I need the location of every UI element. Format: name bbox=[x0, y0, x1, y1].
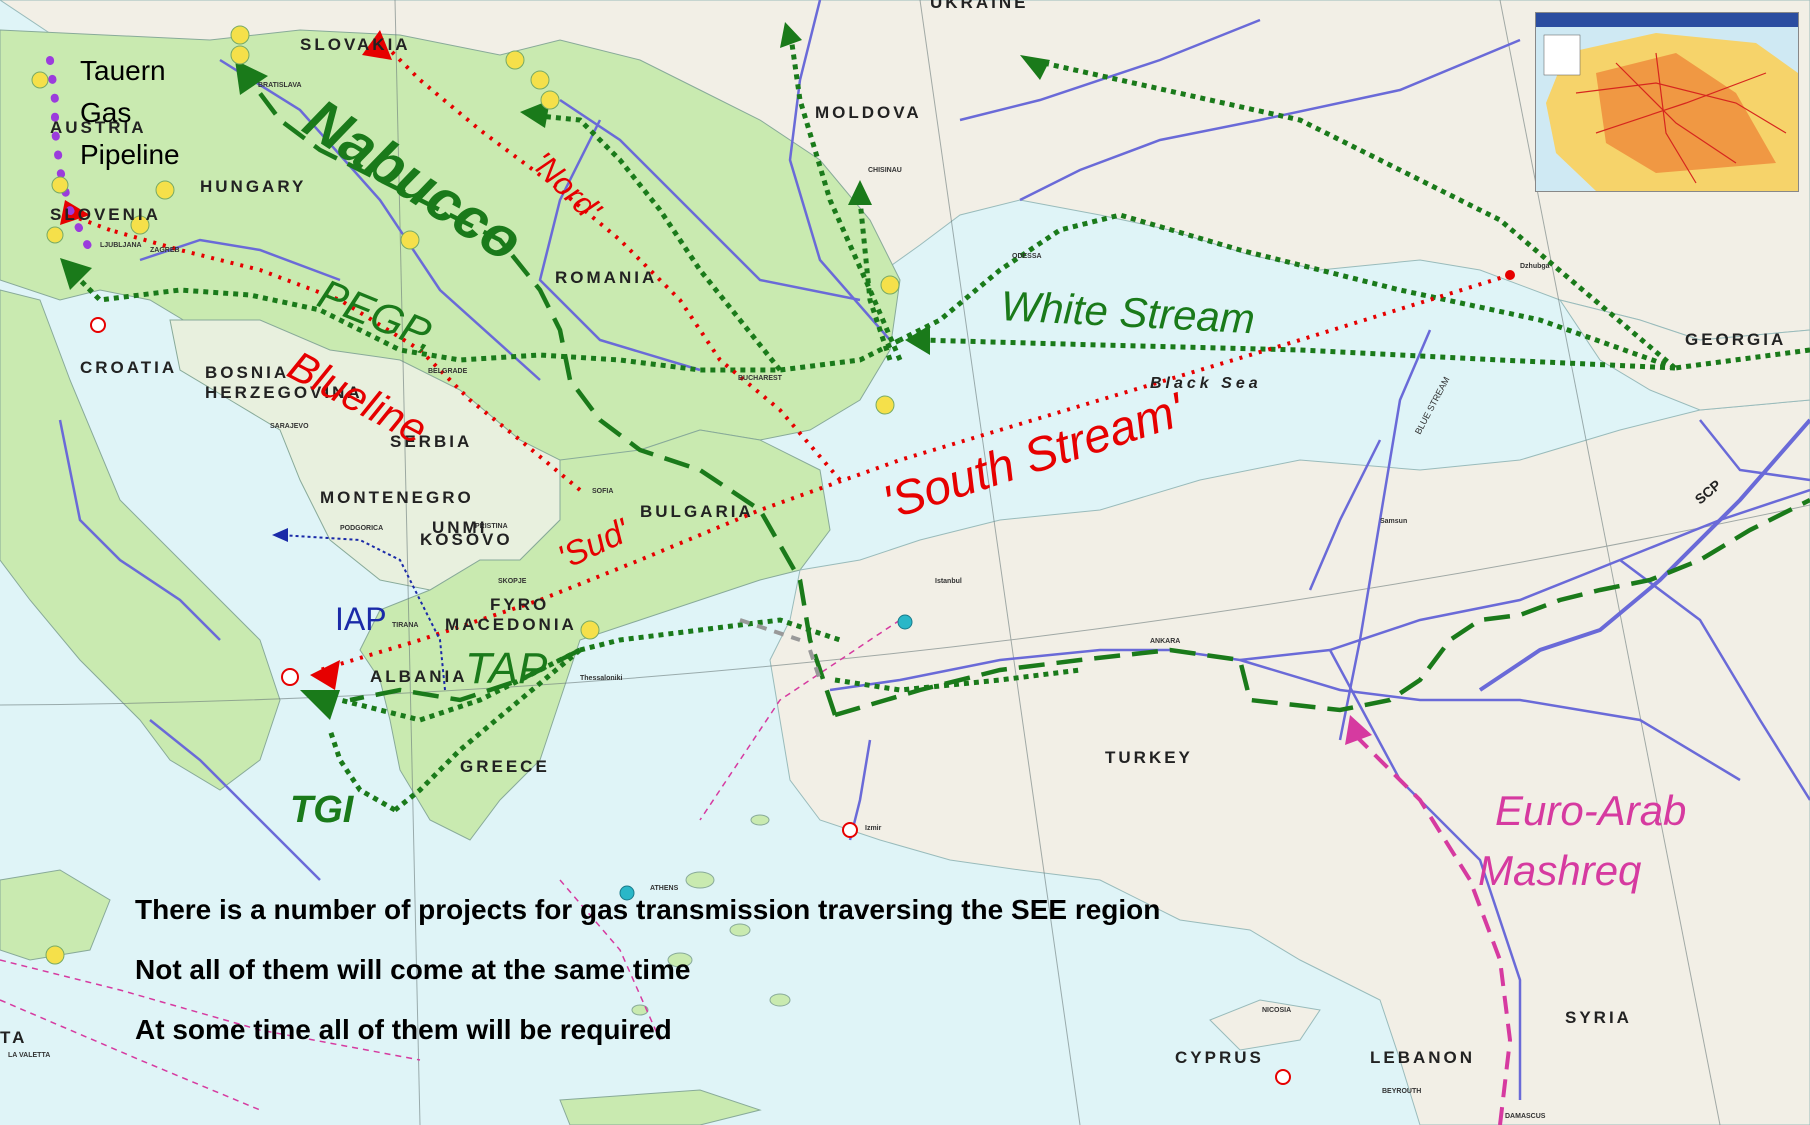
country-cyprus: CYPRUS bbox=[1175, 1048, 1264, 1067]
city-samsun: Samsun bbox=[1380, 518, 1407, 525]
city-beyrouth: BEYROUTH bbox=[1382, 1088, 1421, 1095]
iap-arrowhead bbox=[272, 528, 288, 542]
city-sarajevo: SARAJEVO bbox=[270, 423, 309, 430]
country-kosovo-2: KOSOVO bbox=[420, 530, 513, 549]
existing-pipelines bbox=[58, 0, 1810, 1100]
city-athens: ATHENS bbox=[650, 885, 679, 892]
country-serbia: SERBIA bbox=[390, 432, 472, 451]
city-dzhubga: Dzhubga bbox=[1520, 263, 1550, 270]
red-arrowhead-west bbox=[60, 200, 90, 225]
city-ankara: ANKARA bbox=[1150, 638, 1180, 645]
city-zagreb: ZAGREB bbox=[150, 247, 180, 254]
green-arrowhead-moldova bbox=[848, 180, 872, 205]
label-euro-arab-2: Mashreq bbox=[1478, 847, 1642, 894]
city-sofia: SOFIA bbox=[592, 488, 613, 495]
magenta-sea-routes bbox=[0, 619, 901, 1111]
city-podgorica: PODGORICA bbox=[340, 525, 383, 532]
tgi-arrowhead bbox=[300, 690, 340, 720]
scp-pipeline-line bbox=[1478, 418, 1810, 692]
label-tauern-3: Pipeline bbox=[80, 139, 180, 170]
land-italy bbox=[0, 289, 281, 791]
dotted-green-routes bbox=[68, 29, 1810, 813]
land-turkey bbox=[769, 399, 1810, 1125]
country-turkey: TURKEY bbox=[1105, 748, 1193, 767]
city-izmir: Izmir bbox=[865, 825, 882, 832]
label-iap: IAP bbox=[335, 601, 387, 637]
country-greece: GREECE bbox=[460, 757, 550, 776]
country-romania: ROMANIA bbox=[555, 268, 657, 287]
country-bulgaria: BULGARIA bbox=[640, 502, 754, 521]
country-georgia: GEORGIA bbox=[1685, 330, 1786, 349]
red-dotted-routes bbox=[69, 48, 1511, 672]
city-nicosia: NICOSIA bbox=[1262, 1007, 1291, 1014]
city-bucharest: BUCHAREST bbox=[738, 375, 783, 382]
label-tauern-2: Gas bbox=[80, 97, 131, 128]
city-tirana: TIRANA bbox=[392, 622, 418, 629]
city-pristina: PRISTINA bbox=[475, 523, 508, 530]
country-fyro-2: MACEDONIA bbox=[445, 615, 577, 634]
city-istanbul: Istanbul bbox=[935, 578, 962, 585]
city-chisinau: CHISINAU bbox=[868, 167, 902, 174]
country-kosovo-1: UNMI bbox=[432, 518, 487, 537]
label-tgi: TGI bbox=[290, 789, 355, 831]
green-arrowhead-west bbox=[60, 258, 92, 290]
dzhubga-node bbox=[1505, 270, 1515, 280]
bullet-1: There is a number of projects for gas tr… bbox=[135, 894, 1161, 925]
country-malta: TA bbox=[0, 1028, 27, 1047]
albania-green-route bbox=[349, 647, 582, 703]
euro-arab-arrowhead bbox=[1345, 715, 1372, 745]
city-odessa: ODESSA bbox=[1012, 253, 1042, 260]
red-arrowhead-south bbox=[310, 660, 340, 690]
bullet-2: Not all of them will come at the same ti… bbox=[135, 954, 691, 985]
label-tauern-1: Tauern bbox=[80, 55, 166, 86]
land-caucasus bbox=[1558, 299, 1810, 411]
turkey-green-route bbox=[834, 497, 1810, 718]
aegean-islands bbox=[631, 814, 791, 1016]
country-bosnia-2: HERZEGOVINA bbox=[205, 383, 363, 402]
summary-bullets: There is a number of projects for gas tr… bbox=[135, 895, 1335, 1075]
country-bosnia-1: BOSNIA bbox=[205, 363, 289, 382]
route-badges bbox=[31, 25, 900, 965]
label-euro-arab-1: Euro-Arab bbox=[1495, 787, 1686, 834]
country-austria: AUSTRIA bbox=[50, 118, 147, 137]
grey-dashes bbox=[739, 618, 822, 681]
euro-arab-mashreq-route bbox=[1348, 728, 1513, 1125]
inset-overview-map bbox=[1535, 12, 1799, 192]
country-slovenia: SLOVENIA bbox=[50, 205, 161, 224]
red-arrowhead-north bbox=[362, 30, 392, 60]
country-hungary: HUNGARY bbox=[200, 177, 306, 196]
country-moldova: MOLDOVA bbox=[815, 103, 922, 122]
country-montenegro: MONTENEGRO bbox=[320, 488, 474, 507]
city-thessaloniki: Thessaloniki bbox=[580, 675, 622, 682]
city-skopje: SKOPJE bbox=[498, 578, 527, 585]
country-ukraine: UKRAINE bbox=[930, 0, 1028, 12]
country-albania: ALBANIA bbox=[370, 667, 468, 686]
country-lebanon: LEBANON bbox=[1370, 1048, 1475, 1067]
inset-map-graphic bbox=[1536, 13, 1798, 191]
city-lavaletta: LA VALETTA bbox=[8, 1052, 50, 1059]
city-belgrade: BELGRADE bbox=[428, 368, 468, 375]
green-arrowhead-ukraine bbox=[780, 22, 802, 48]
country-croatia: CROATIA bbox=[80, 358, 177, 377]
bullet-3: At some time all of them will be require… bbox=[135, 1014, 672, 1045]
cyan-terminals bbox=[619, 614, 913, 901]
green-arrowhead-north bbox=[520, 100, 550, 128]
green-arrowhead-ne bbox=[1020, 55, 1050, 80]
city-damascus: DAMASCUS bbox=[1505, 1113, 1546, 1120]
nabucco-arrowhead bbox=[235, 60, 268, 95]
label-tap: TAP bbox=[465, 644, 548, 693]
green-arrowhead-ws bbox=[905, 325, 930, 355]
city-ljubljana: LJUBLJANA bbox=[100, 242, 142, 249]
lng-terminals bbox=[90, 317, 1291, 1085]
country-syria: SYRIA bbox=[1565, 1008, 1632, 1027]
city-labels: LJUBLJANA ZAGREB BELGRADE SARAJEVO PODGO… bbox=[8, 82, 1550, 1120]
country-slovakia: SLOVAKIA bbox=[300, 35, 411, 54]
country-fyro-1: FYRO bbox=[490, 595, 549, 614]
black-sea-label: Black Sea bbox=[1150, 375, 1262, 392]
city-bratislava: BRATISLAVA bbox=[258, 82, 302, 89]
land-sicily bbox=[0, 869, 111, 961]
land-cyprus bbox=[1209, 999, 1321, 1051]
land-crete bbox=[559, 1089, 762, 1125]
